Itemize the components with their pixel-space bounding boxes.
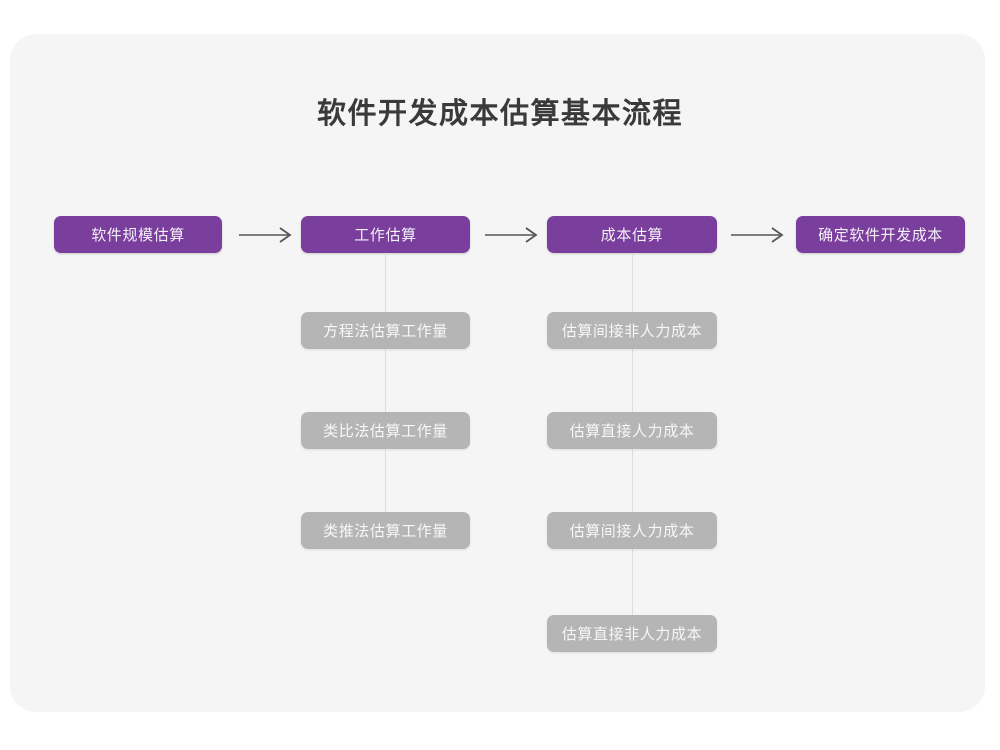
diagram-card: 软件开发成本估算基本流程 软件规模估算 工作估算 成本估算 确定软件开发成本 方… (10, 34, 985, 712)
sub-node-cost-direct-nonlabor[interactable]: 估算直接非人力成本 (547, 615, 717, 652)
arrow-right-icon (238, 225, 296, 245)
page-title: 软件开发成本估算基本流程 (316, 98, 683, 130)
flow-node-software-scale-estimation[interactable]: 软件规模估算 (54, 216, 222, 253)
sub-node-cost-indirect-nonlabor[interactable]: 估算间接非人力成本 (547, 312, 717, 349)
sub-node-cost-indirect-labor[interactable]: 估算间接人力成本 (547, 512, 717, 549)
connector-line-effort (385, 253, 386, 533)
arrow-right-icon (484, 225, 542, 245)
arrow-right-icon (730, 225, 788, 245)
sub-node-cost-direct-labor[interactable]: 估算直接人力成本 (547, 412, 717, 449)
sub-node-effort-analogue-method[interactable]: 类推法估算工作量 (301, 512, 470, 549)
sub-node-effort-equation-method[interactable]: 方程法估算工作量 (301, 312, 470, 349)
flow-node-effort-estimation[interactable]: 工作估算 (301, 216, 470, 253)
flow-node-determine-development-cost[interactable]: 确定软件开发成本 (796, 216, 965, 253)
sub-node-effort-analogy-method[interactable]: 类比法估算工作量 (301, 412, 470, 449)
flow-node-cost-estimation[interactable]: 成本估算 (547, 216, 717, 253)
